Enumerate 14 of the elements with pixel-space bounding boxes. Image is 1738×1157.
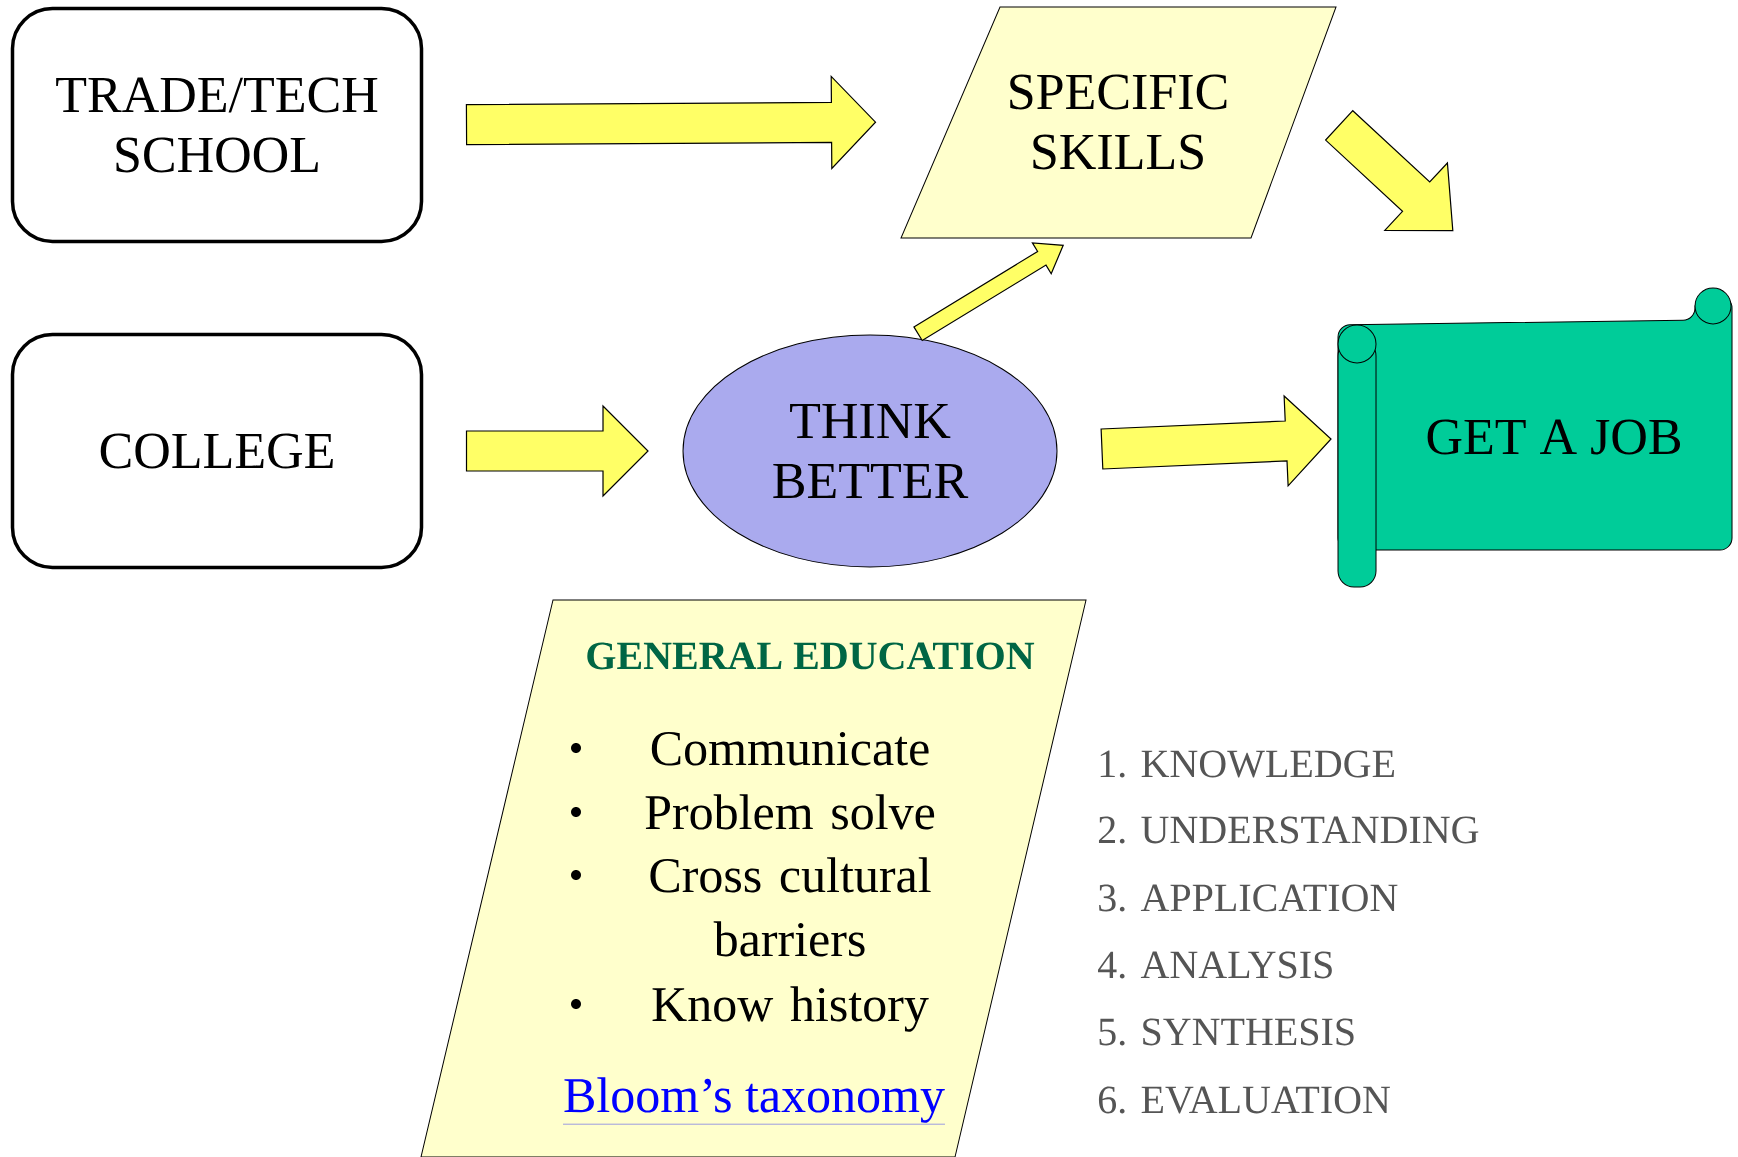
list-item: Know history xyxy=(652,986,929,1032)
heading: GENERAL EDUCATION xyxy=(587,642,1035,670)
list-item: Communicate xyxy=(651,731,929,766)
scroll-banner: GET A JOB xyxy=(1337,287,1733,588)
rounded-box: COLLEGE xyxy=(10,332,424,570)
list-item: Problem solve xyxy=(645,794,935,830)
list-item: Cross cultural barriers xyxy=(650,857,931,957)
rounded-box: TRADE/TECH SCHOOL xyxy=(10,6,424,244)
block-arrow xyxy=(465,404,649,498)
block-arrow xyxy=(913,242,1065,342)
block-arrow xyxy=(1100,394,1332,488)
parallelogram-box: SPECIFIC SKILLS xyxy=(900,6,1337,239)
link: Bloom’s taxonomy xyxy=(562,1077,946,1125)
block-arrow xyxy=(465,74,877,170)
